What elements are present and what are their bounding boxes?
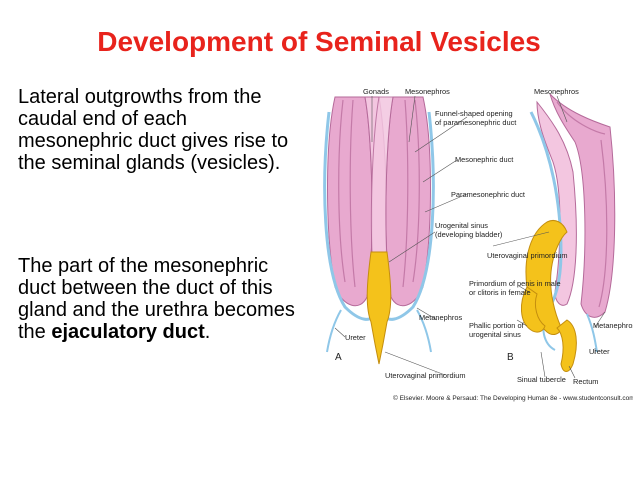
- label-mesonephric-duct: Mesonephric duct: [455, 155, 513, 164]
- panel-b-illustration: [521, 93, 616, 372]
- label-uterovaginal-primordium-a: Uterovaginal primordium: [385, 371, 466, 380]
- figure-credit: © Elsevier. Moore & Persaud: The Develop…: [393, 394, 633, 402]
- paragraph-lateral-outgrowths: Lateral outgrowths from the caudal end o…: [18, 86, 289, 174]
- label-metanephros-right: Metanephros: [593, 321, 633, 330]
- label-funnel-line1: Funnel-shaped opening: [435, 109, 513, 118]
- label-panel-a: A: [335, 352, 342, 363]
- label-sinual-tubercle: Sinual tubercle: [517, 375, 566, 384]
- panel-a-illustration: [323, 96, 435, 365]
- slide-title: Development of Seminal Vesicles: [97, 26, 541, 57]
- label-ureter-right: Ureter: [589, 347, 610, 356]
- label-phallic-line2: urogenital sinus: [469, 330, 521, 339]
- paragraph-text: The part of the mesonephric duct between…: [18, 255, 295, 343]
- label-paramesonephric-duct: Paramesonephric duct: [451, 190, 525, 199]
- seminal-vesicle-diagram: Gonads Mesonephros Funnel-shaped opening…: [323, 87, 633, 402]
- bold-term-ejaculatory-duct: ejaculatory duct: [51, 321, 205, 343]
- label-mesonephros-top: Mesonephros: [405, 87, 450, 96]
- label-phallic-line1: Phallic portion of: [469, 321, 525, 330]
- label-mesonephros-right: Mesonephros: [534, 87, 579, 96]
- label-metanephros-left: Metanephros: [419, 313, 462, 322]
- leader-lines: [334, 95, 606, 379]
- label-panel-b: B: [507, 352, 514, 363]
- label-rectum: Rectum: [573, 377, 598, 386]
- label-gonads: Gonads: [363, 87, 389, 96]
- paragraph-ejaculatory-duct: The part of the mesonephric duct between…: [18, 255, 303, 343]
- label-funnel-line2: of paramesonephric duct: [435, 118, 516, 127]
- label-primordium-penis-line1: Primordium of penis in male: [469, 279, 561, 288]
- label-urogenital-sinus-line2: (developing bladder): [435, 230, 502, 239]
- label-primordium-penis-line2: or clitoris in female: [469, 288, 531, 297]
- label-ureter-left: Ureter: [345, 333, 366, 342]
- paragraph-end: .: [204, 321, 211, 343]
- label-urogenital-sinus-line1: Urogenital sinus: [435, 221, 488, 230]
- label-uterovaginal-primordium-b: Uterovaginal primordium: [487, 251, 568, 260]
